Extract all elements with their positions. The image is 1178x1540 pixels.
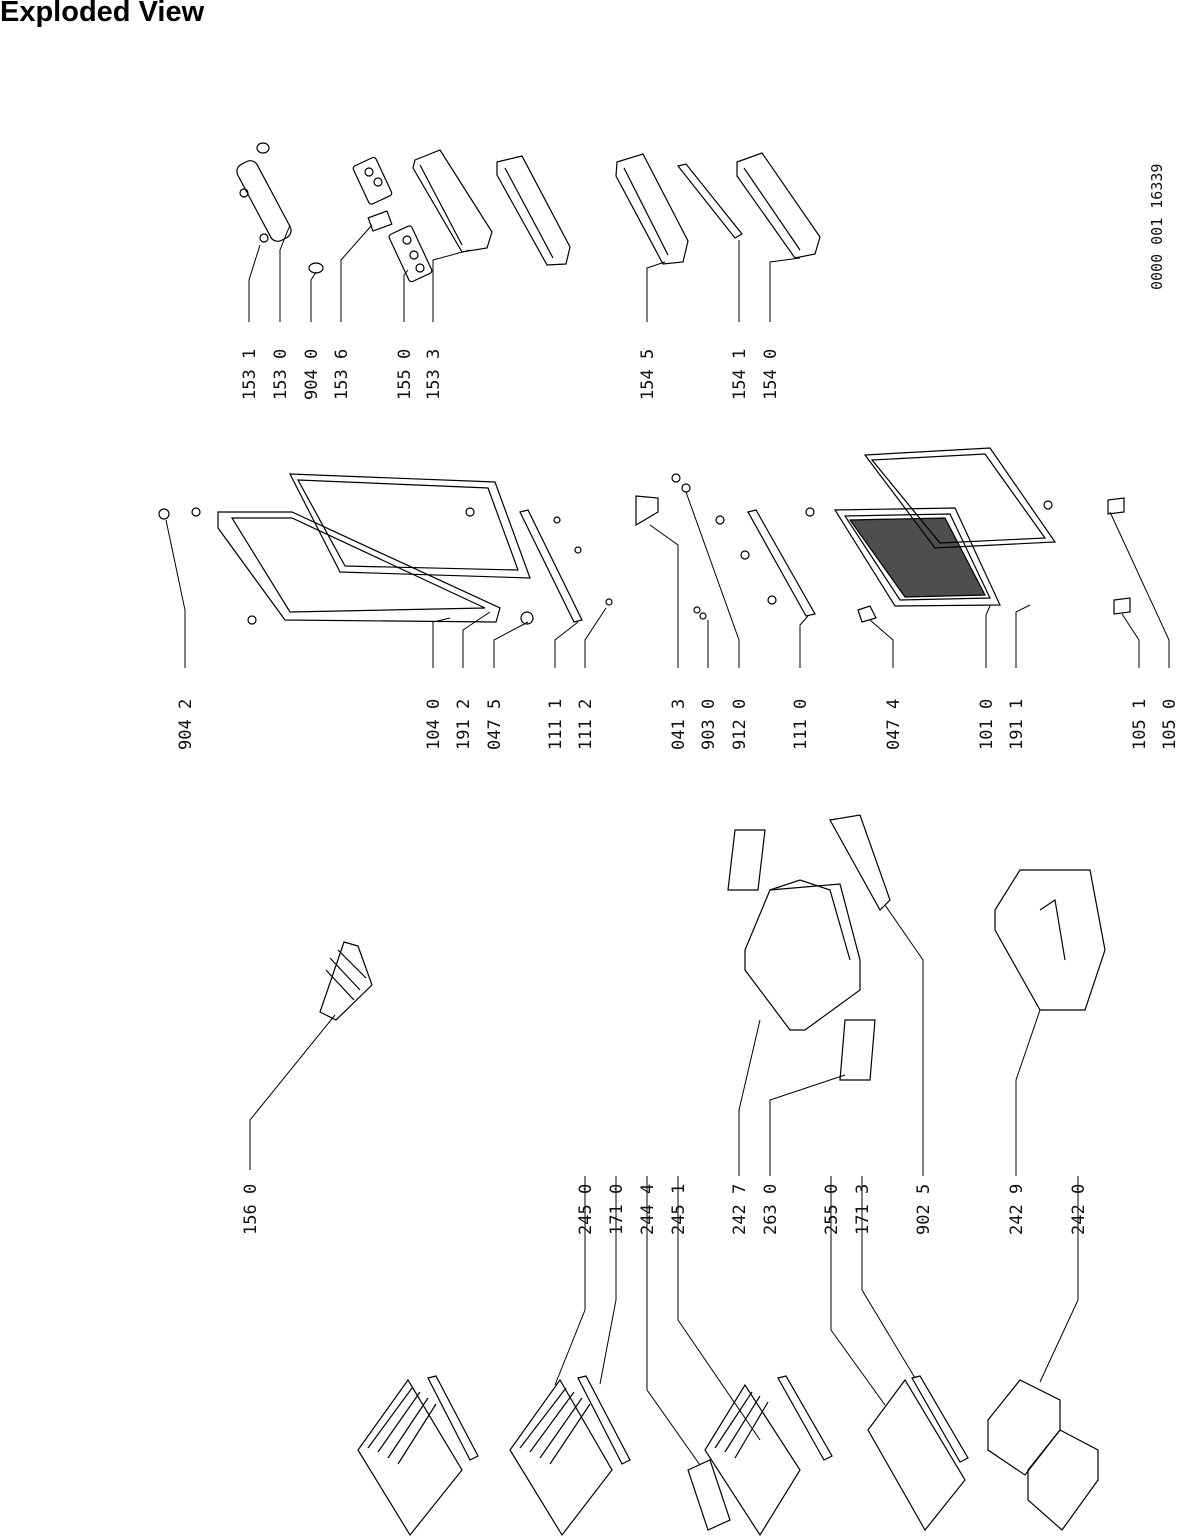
- lower-door: [805, 447, 1057, 623]
- part-label: 242 9: [1007, 1183, 1027, 1235]
- part-label: 904 0: [302, 348, 322, 400]
- part-label: 242 7: [730, 1183, 750, 1235]
- upper-door: [158, 473, 534, 625]
- part-label: 041 3: [669, 698, 689, 750]
- part-label: 154 1: [730, 348, 750, 400]
- part-label: 255 0: [822, 1183, 842, 1235]
- door-shelf-lower-a: [615, 153, 689, 265]
- door-shelf-large: [412, 149, 493, 253]
- part-label: 047 4: [884, 698, 904, 750]
- part-label: 191 2: [454, 698, 474, 750]
- leader-lines: [165, 224, 1170, 1466]
- part-label: 111 1: [546, 698, 566, 750]
- part-label: 153 3: [424, 348, 444, 400]
- part-label: 903 0: [699, 698, 719, 750]
- part-label: 105 1: [1130, 698, 1150, 750]
- part-label: 105 0: [1160, 698, 1178, 750]
- part-label: 171 0: [607, 1183, 627, 1235]
- glass-shelf-1: [357, 1375, 479, 1537]
- part-label: 153 6: [332, 348, 352, 400]
- hinge-group: [635, 473, 777, 620]
- part-label: 154 0: [761, 348, 781, 400]
- door-handle-lower: [747, 509, 816, 617]
- part-label: 263 0: [761, 1183, 781, 1235]
- drawing-number: 0000 001 16339: [1148, 163, 1166, 290]
- door-feet: [1107, 497, 1131, 615]
- door-shelf-middle: [496, 155, 571, 266]
- part-label: 902 5: [914, 1183, 934, 1235]
- part-label: 244 4: [638, 1183, 658, 1235]
- part-label: 191 1: [1007, 698, 1027, 750]
- door-shelf-strip: [676, 163, 743, 239]
- part-label: 245 0: [576, 1183, 596, 1235]
- part-label: 154 5: [638, 348, 658, 400]
- part-label: 912 0: [730, 698, 750, 750]
- glass-plate: [867, 1375, 969, 1532]
- door-shelf-lower-b: [736, 152, 821, 259]
- glass-shelf-3: [687, 1375, 833, 1537]
- part-label: 242 0: [1069, 1183, 1089, 1235]
- part-label: 111 0: [791, 698, 811, 750]
- freezer-baskets: [987, 1379, 1099, 1531]
- door-handle-upper: [519, 509, 613, 623]
- part-label: 153 0: [271, 348, 291, 400]
- egg-tray: [319, 941, 373, 1021]
- crisper-drawer-upper: [727, 814, 891, 1081]
- part-label: 904 2: [176, 698, 196, 750]
- part-label: 111 2: [576, 698, 596, 750]
- part-label: 153 1: [240, 348, 260, 400]
- crisper-drawer-lower: [994, 869, 1106, 1011]
- glass-shelf-2: [509, 1375, 631, 1537]
- part-label: 047 5: [485, 698, 505, 750]
- part-label: 155 0: [395, 348, 415, 400]
- part-label: 171 3: [853, 1183, 873, 1235]
- page-title: Exploded View: [0, 0, 205, 28]
- egg-holder-group: [236, 142, 433, 283]
- part-label: 245 1: [669, 1183, 689, 1235]
- part-label: 104 0: [424, 698, 444, 750]
- part-label: 101 0: [977, 698, 997, 750]
- part-label: 156 0: [241, 1183, 261, 1235]
